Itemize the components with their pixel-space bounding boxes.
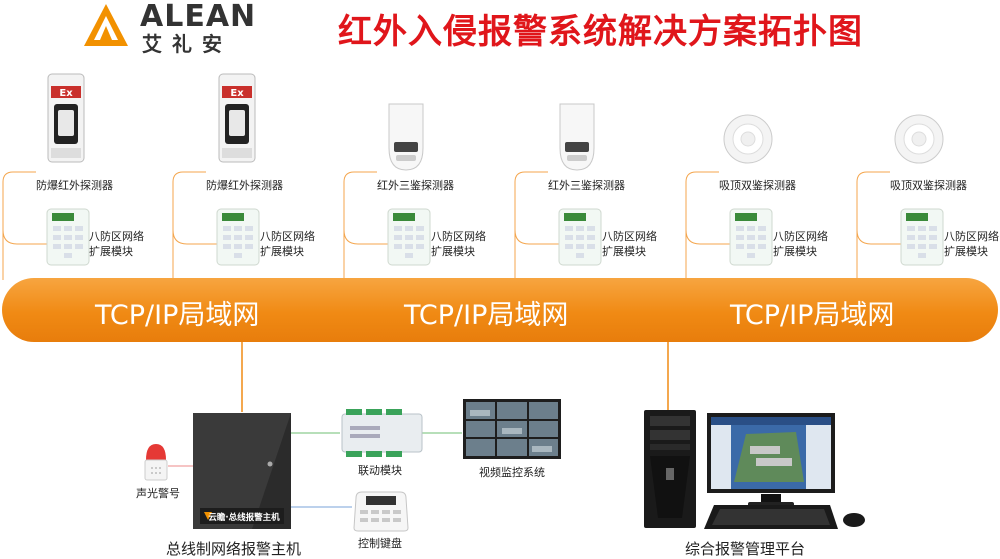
module-label: 八防区网络扩展模块 <box>89 230 144 258</box>
ir-triple-tech-detector-icon <box>388 103 424 171</box>
siren-label: 声光警号 <box>136 487 180 500</box>
siren-icon <box>144 444 168 481</box>
linkage-label: 联动模块 <box>358 464 402 477</box>
detector-label: 防爆红外探测器 <box>36 179 113 192</box>
pc-tower-icon <box>644 410 696 528</box>
ceiling-dual-tech-detector-icon <box>894 114 944 164</box>
explosion-proof-ir-detector-icon: Ex <box>218 73 256 163</box>
video-label: 视频监控系统 <box>479 466 545 479</box>
brand-name-en: ALEAN <box>140 0 257 34</box>
module-label: 八防区网络扩展模块 <box>944 230 999 258</box>
expansion-module-icon <box>558 208 602 266</box>
detector-label: 防爆红外探测器 <box>206 179 283 192</box>
detector-label: 吸顶双鉴探测器 <box>890 179 967 192</box>
ex-badge: Ex <box>230 88 244 99</box>
detector-label: 吸顶双鉴探测器 <box>719 179 796 192</box>
diagram-title: 红外入侵报警系统解决方案拓扑图 <box>338 12 863 52</box>
detector-label: 红外三鉴探测器 <box>377 179 454 192</box>
lan-label: TCP/IP局域网 <box>730 300 895 331</box>
module-label: 八防区网络扩展模块 <box>773 230 828 258</box>
video-monitor-icon <box>463 399 561 459</box>
brand-name-cn: 艾礼安 <box>142 32 232 56</box>
explosion-proof-ir-detector-icon: Ex <box>47 73 85 163</box>
lan-label: TCP/IP局域网 <box>404 300 569 331</box>
control-keypad-icon <box>353 491 409 532</box>
expansion-module-icon <box>900 208 944 266</box>
host-panel-text: 云瞻·总线报警主机 <box>208 512 280 523</box>
alarm-host-cabinet-icon: 云瞻·总线报警主机 <box>193 413 291 529</box>
mouse-icon <box>843 513 865 527</box>
expansion-module-icon <box>46 208 90 266</box>
platform-label: 综合报警管理平台 <box>685 540 806 558</box>
host-label: 总线制网络报警主机 <box>166 540 302 558</box>
module-label: 八防区网络扩展模块 <box>431 230 486 258</box>
alean-logo-icon <box>84 4 128 46</box>
tcp-ip-lan-band <box>2 278 998 342</box>
management-monitor-icon <box>707 413 835 508</box>
lan-label: TCP/IP局域网 <box>95 300 260 331</box>
expansion-module-icon <box>729 208 773 266</box>
module-label: 八防区网络扩展模块 <box>260 230 315 258</box>
expansion-module-icon <box>216 208 260 266</box>
ceiling-dual-tech-detector-icon <box>723 114 773 164</box>
ex-badge: Ex <box>59 88 73 99</box>
module-label: 八防区网络扩展模块 <box>602 230 657 258</box>
keyboard-icon <box>704 505 838 529</box>
expansion-module-icon <box>387 208 431 266</box>
ir-triple-tech-detector-icon <box>559 103 595 171</box>
linkage-module-icon <box>341 409 423 457</box>
detector-label: 红外三鉴探测器 <box>548 179 625 192</box>
keypad-label: 控制键盘 <box>358 537 402 550</box>
